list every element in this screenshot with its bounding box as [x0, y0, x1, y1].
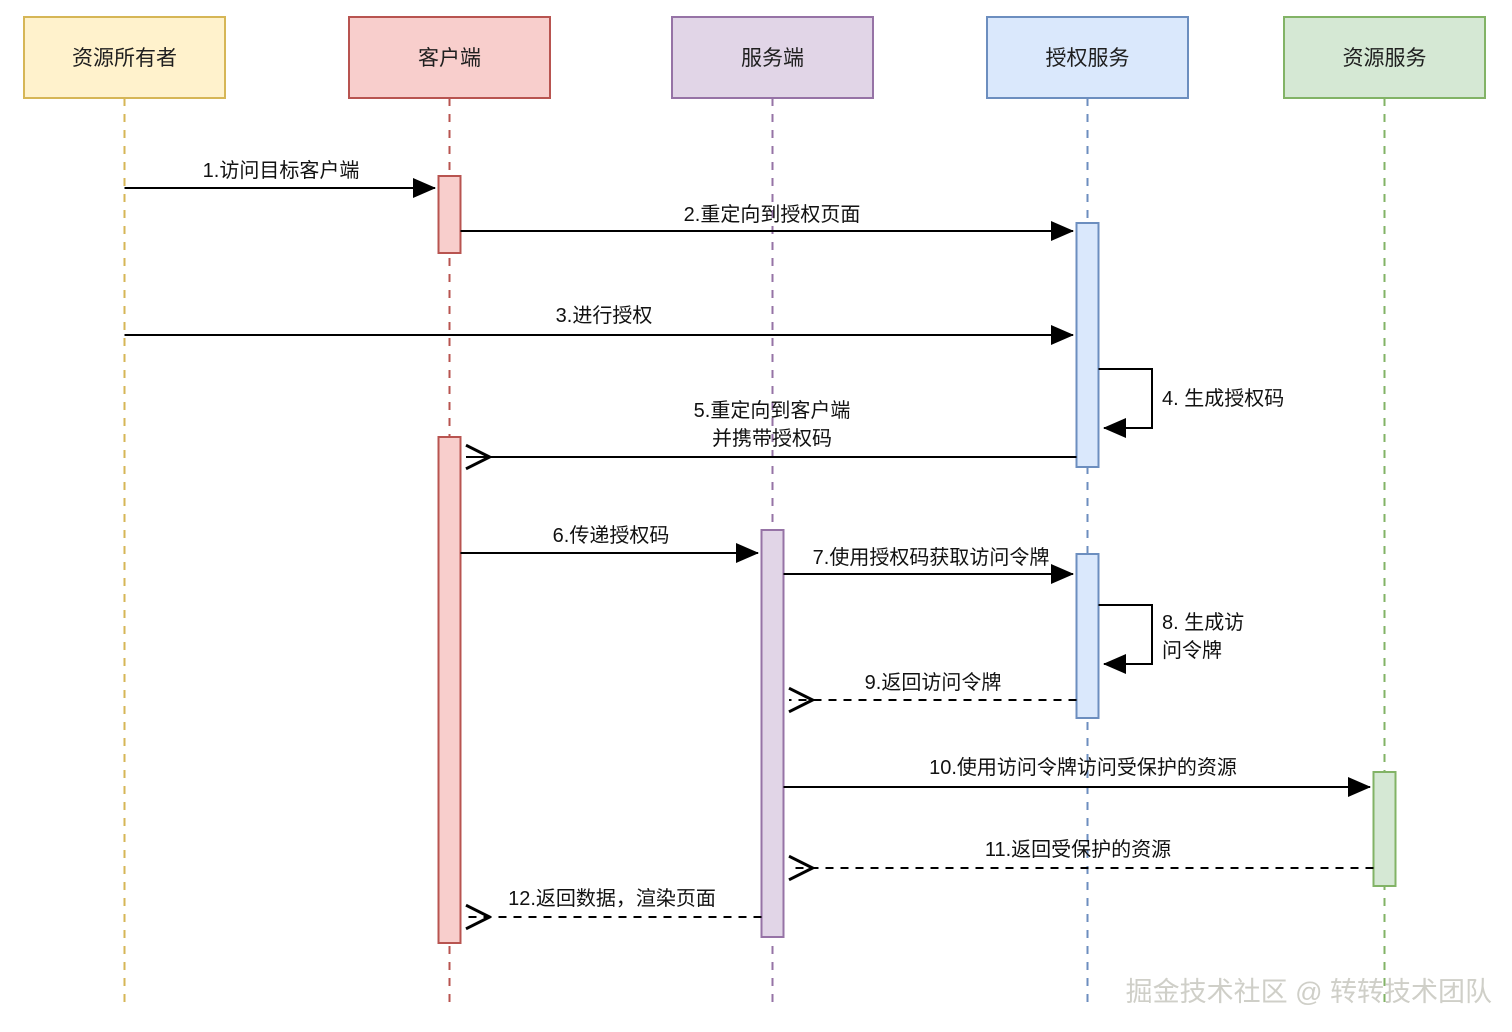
message-9-label: 9.返回访问令牌	[865, 671, 1002, 694]
message-5-label-line1: 5.重定向到客户端	[694, 399, 851, 422]
activation-bars	[437, 175, 1397, 944]
watermark-text: 掘金技术社区 @ 转转技术团队	[1126, 977, 1492, 1007]
message-7-label: 7.使用授权码获取访问令牌	[813, 546, 1050, 569]
actor-auth-service: 授权服务	[986, 16, 1189, 99]
message-8-label-line1: 8. 生成访	[1162, 611, 1244, 634]
message-4-self-loop: 4. 生成授权码	[1098, 368, 1284, 438]
message-7: 7.使用授权码获取访问令牌	[783, 546, 1074, 584]
message-11: 11.返回受保护的资源	[789, 838, 1374, 868]
actor-server: 服务端	[671, 16, 874, 99]
activation-server	[760, 529, 785, 938]
message-8-label-line2: 问令牌	[1162, 639, 1222, 662]
actor-box-server	[671, 16, 874, 99]
message-5-label-line2: 并携带授权码	[712, 427, 832, 450]
message-3-label: 3.进行授权	[556, 304, 653, 327]
message-8-line	[1098, 604, 1153, 674]
watermark: 掘金技术社区 @ 转转技术团队 掘金技术社区 @ 转转技术团队	[1126, 977, 1494, 1009]
activation-client-1	[437, 175, 462, 254]
actor-label-client: 客户端	[418, 47, 481, 70]
lifelines	[123, 98, 1386, 1002]
actor-label-resource-service: 资源服务	[1343, 47, 1427, 70]
message-4-label: 4. 生成授权码	[1162, 387, 1284, 410]
message-9: 9.返回访问令牌	[789, 671, 1077, 700]
activation-client-2	[437, 436, 462, 944]
message-3: 3.进行授权	[124, 304, 1074, 345]
message-10-label: 10.使用访问令牌访问受保护的资源	[929, 756, 1237, 779]
message-11-label: 11.返回受保护的资源	[985, 838, 1171, 861]
message-6-label: 6.传递授权码	[553, 524, 670, 547]
actor-headers: 资源所有者 客户端 服务端 授权服务 资源服务	[23, 16, 1486, 99]
message-1: 1.访问目标客户端	[124, 159, 436, 198]
actor-label-server: 服务端	[741, 47, 804, 70]
actor-box-auth-service	[986, 16, 1189, 99]
actor-label-auth-service: 授权服务	[1046, 47, 1130, 70]
activation-auth-2	[1075, 553, 1100, 719]
message-1-label: 1.访问目标客户端	[203, 159, 360, 182]
message-6: 6.传递授权码	[460, 524, 759, 563]
actor-box-resource-owner	[23, 16, 226, 99]
activation-auth-1	[1075, 222, 1100, 468]
message-8-self-loop: 8. 生成访 问令牌	[1098, 604, 1244, 674]
message-12-label: 12.返回数据，渲染页面	[508, 887, 716, 910]
actor-resource-service: 资源服务	[1283, 16, 1486, 99]
watermark-highlight: 掘金技术社区 @ 转转技术团队	[1127, 979, 1493, 1009]
message-5: 5.重定向到客户端 并携带授权码	[466, 399, 1077, 457]
message-12: 12.返回数据，渲染页面	[466, 887, 762, 917]
activation-resource-service	[1372, 771, 1397, 887]
messages: 1.访问目标客户端 2.重定向到授权页面 3.进行授权 4. 生成授权码 5.重…	[124, 159, 1374, 917]
actor-box-resource-service	[1283, 16, 1486, 99]
message-10: 10.使用访问令牌访问受保护的资源	[783, 756, 1371, 797]
message-2-label: 2.重定向到授权页面	[684, 203, 861, 226]
message-2: 2.重定向到授权页面	[460, 203, 1074, 241]
actor-label-resource-owner: 资源所有者	[72, 47, 177, 70]
message-4-line	[1098, 368, 1153, 438]
actor-box-client	[348, 16, 551, 99]
actor-resource-owner: 资源所有者	[23, 16, 226, 99]
actor-client: 客户端	[348, 16, 551, 99]
